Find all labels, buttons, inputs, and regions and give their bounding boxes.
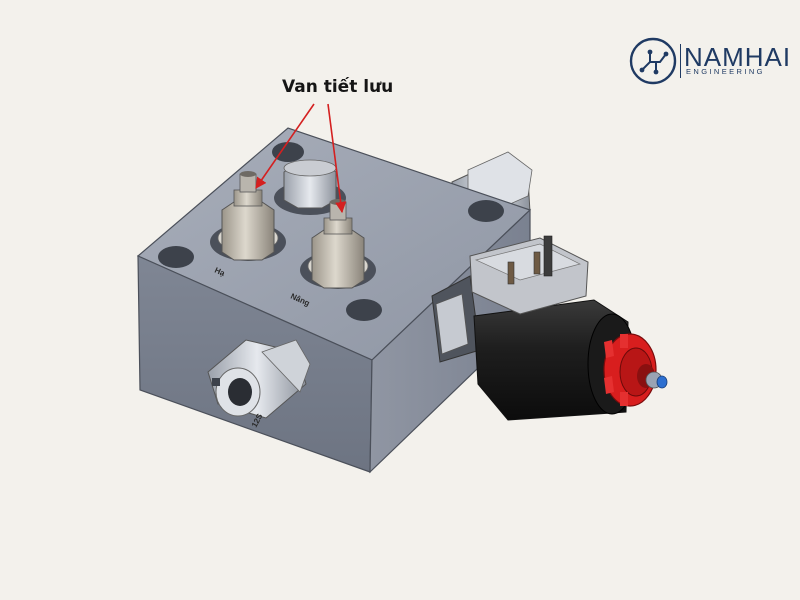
throttle-valve-right	[300, 199, 376, 289]
port-label-left: Hạ	[213, 266, 227, 279]
mounting-holes	[158, 142, 504, 321]
mounting-hole	[272, 142, 304, 162]
front-fitting	[207, 339, 311, 419]
logo-emblem-icon	[629, 37, 677, 85]
center-hex-plug	[274, 159, 346, 215]
solenoid-valve	[431, 235, 637, 421]
company-logo: NAMHAI ENGINEERING	[628, 36, 792, 88]
callout-label: Van tiết lưu	[282, 77, 394, 97]
throttle-valve-left	[210, 171, 286, 261]
callout-arrow-left	[255, 103, 315, 189]
callout-arrows	[255, 103, 347, 214]
mounting-hole	[158, 246, 194, 268]
manual-override-knob	[603, 333, 668, 407]
logo-name: NAMHAI	[684, 42, 792, 72]
mounting-hole	[346, 299, 382, 321]
mounting-hole	[468, 200, 504, 222]
logo-tagline: ENGINEERING	[686, 67, 765, 76]
callout-arrow-right	[327, 103, 347, 214]
logo-divider	[680, 44, 681, 78]
